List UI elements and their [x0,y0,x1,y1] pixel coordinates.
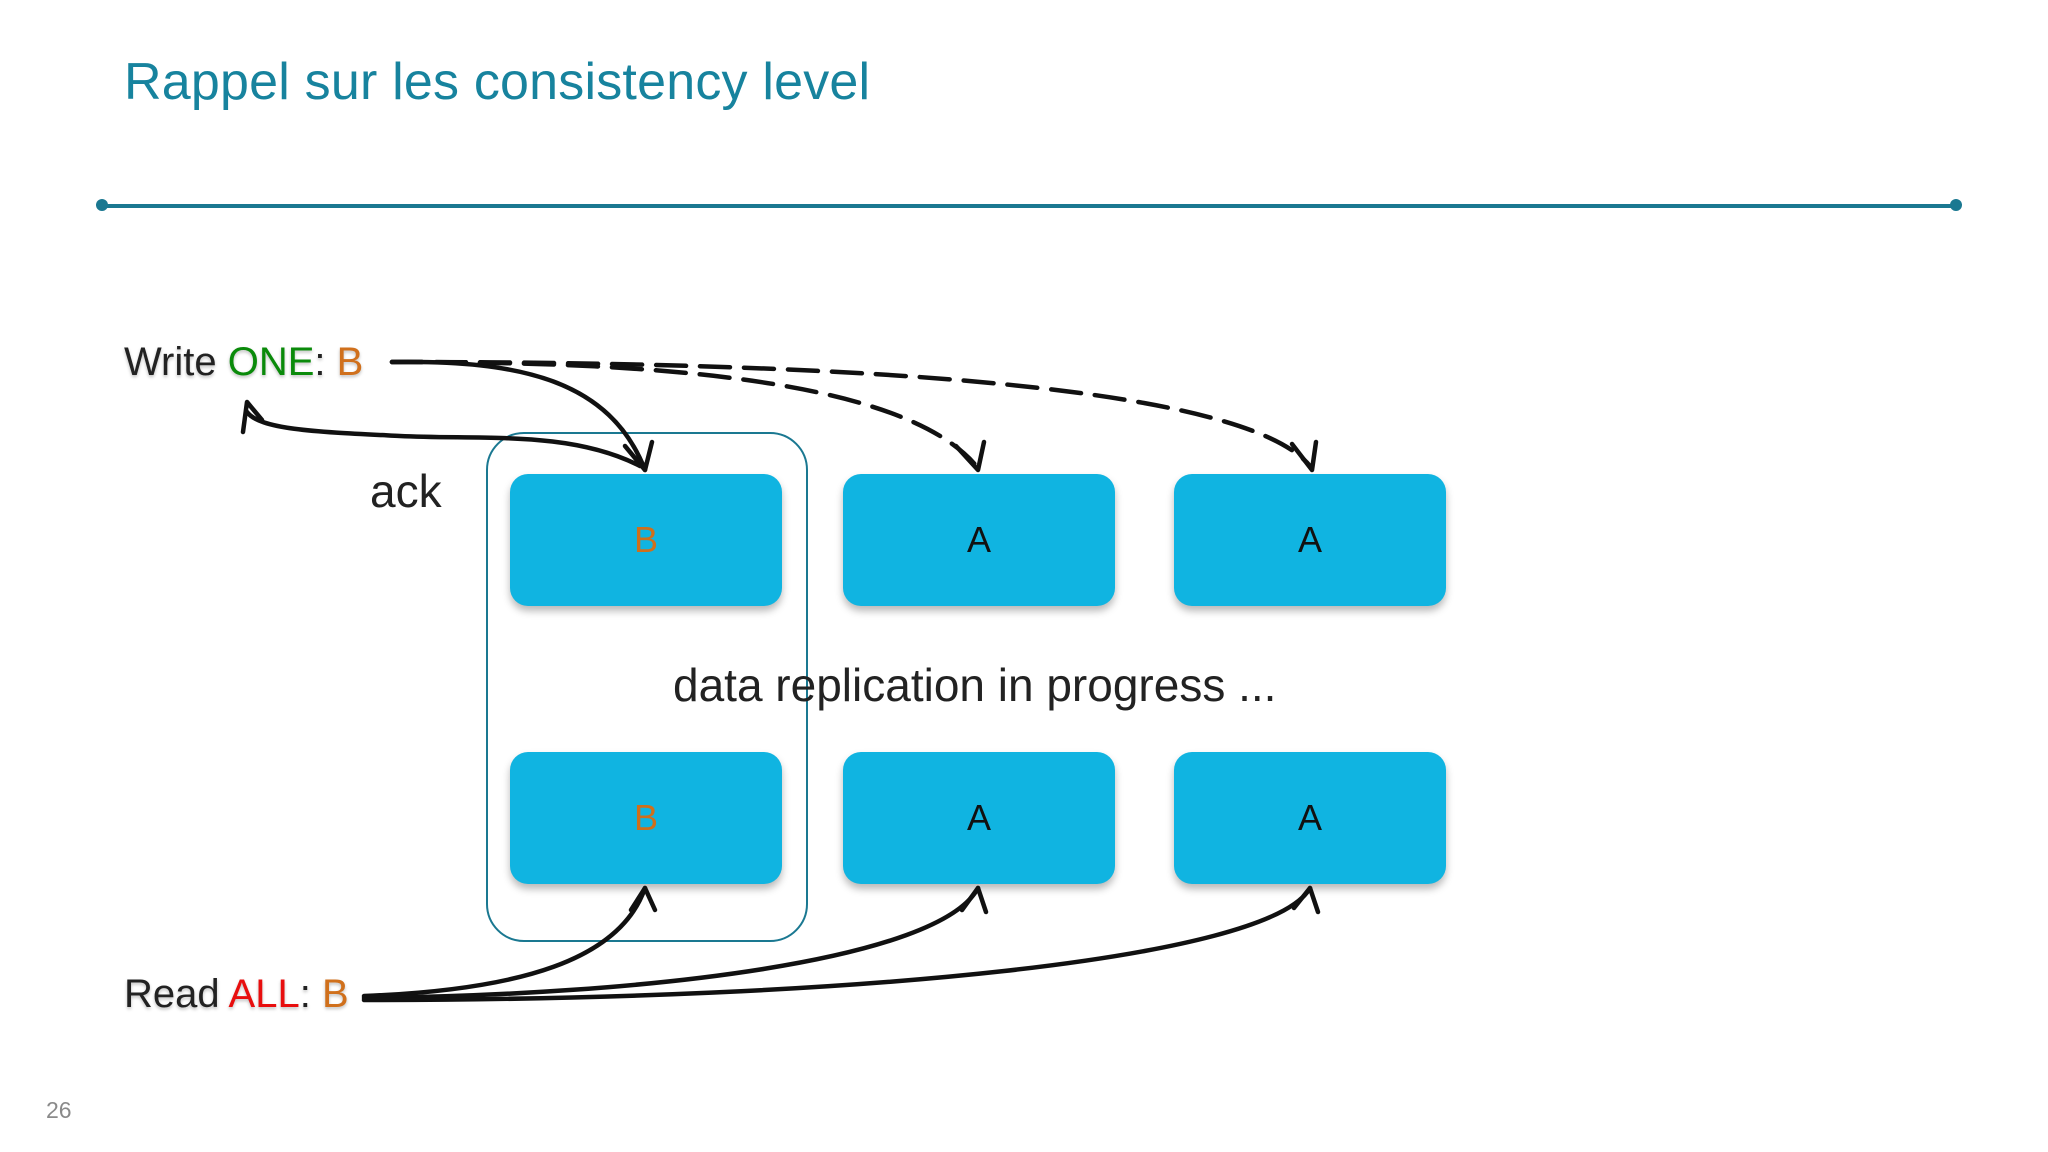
ack-label: ack [370,465,442,517]
write-dashed-node3 [389,359,1313,469]
replica-group-outline [486,432,808,942]
read-sep: : [299,972,322,1016]
write-arrow-node1-head [622,439,655,473]
node-top-3: A [1174,474,1446,606]
node-bottom-1: B [510,752,782,884]
node-bottom-3: A [1174,752,1446,884]
write-dashed-node2 [389,359,981,471]
read-label: Read ALL: B [124,972,349,1017]
ack-arrow [244,409,643,469]
page-number: 26 [46,1097,72,1123]
write-prefix: Write [124,340,228,384]
read-arrow-node1 [361,885,648,999]
rule-right-dot [1950,199,1962,211]
read-value: B [321,972,349,1016]
ack-arrow-head [240,399,265,435]
node-top-2: A [843,474,1115,606]
read-arrow-node3-head [1291,885,1321,915]
read-arrow-node2 [361,885,981,1001]
write-dashed-node2-head [953,439,987,473]
write-level: ONE [227,340,315,384]
write-value: B [336,340,364,384]
read-arrow-node2-head [959,885,989,915]
write-label: Write ONE: B [124,340,363,385]
slide-title: Rappel sur les consistency level [124,53,871,111]
node-bottom-2: A [843,752,1115,884]
title-rule [100,204,1956,208]
node-top-1: B [510,474,782,606]
read-arrow-node1-head [628,885,658,913]
read-arrow-node3 [361,885,1313,1003]
write-dashed-node3-head [1289,439,1319,473]
read-prefix: Read [124,972,229,1016]
write-sep: : [314,340,337,384]
read-level: ALL [228,972,300,1016]
progress-label: data replication in progress ... [673,659,1277,711]
